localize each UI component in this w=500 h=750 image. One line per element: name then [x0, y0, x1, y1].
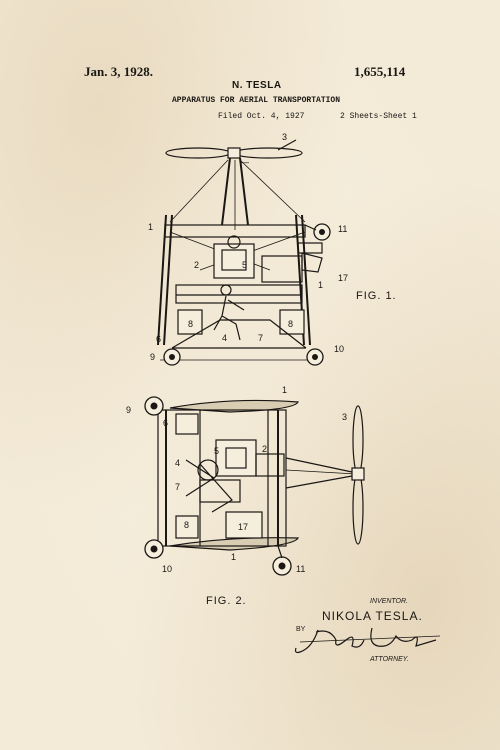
inventor-label: INVENTOR. — [370, 598, 408, 605]
svg-text:5: 5 — [242, 260, 247, 270]
svg-text:2: 2 — [194, 260, 199, 270]
svg-text:17: 17 — [238, 522, 248, 532]
filed-date: Filed Oct. 4, 1927 — [218, 112, 305, 121]
propeller2-blade-top — [352, 405, 364, 475]
fuel-tank-right — [279, 309, 305, 335]
engine — [213, 243, 255, 279]
svg-text:10: 10 — [334, 344, 344, 354]
engine-top-view — [215, 439, 257, 477]
svg-text:9: 9 — [150, 352, 155, 362]
right-strut — [301, 214, 311, 346]
svg-text:1: 1 — [282, 385, 287, 395]
svg-text:17: 17 — [338, 273, 348, 283]
tank-bottom — [175, 515, 199, 539]
svg-text:8: 8 — [288, 319, 293, 329]
svg-text:6: 6 — [163, 418, 168, 428]
svg-text:7: 7 — [175, 482, 180, 492]
svg-text:4: 4 — [222, 333, 227, 343]
svg-text:3: 3 — [282, 132, 287, 142]
svg-text:7: 7 — [258, 333, 263, 343]
svg-text:4: 4 — [175, 458, 180, 468]
svg-text:2: 2 — [262, 444, 267, 454]
by-label: BY — [296, 626, 306, 633]
sheet-count: 2 Sheets-Sheet 1 — [340, 112, 417, 121]
figure-2-label: FIG. 2. — [206, 595, 247, 607]
svg-text:10: 10 — [162, 564, 172, 574]
figure-1-drawing: 3 1 11 2 17 1 5 8 8 4 7 6 9 10 — — [148, 132, 348, 366]
patent-date: Jan. 3, 1928. — [84, 64, 153, 79]
inventor-header: N. TESLA — [232, 80, 282, 91]
lower-wing — [169, 537, 299, 551]
propeller-blade-left — [165, 147, 231, 159]
svg-text:1: 1 — [148, 222, 153, 232]
svg-text:11: 11 — [296, 564, 305, 574]
patent-title: APPARATUS FOR AERIAL TRANSPORTATION — [172, 96, 341, 105]
svg-text:1: 1 — [231, 552, 236, 562]
attorney-signature — [294, 627, 441, 654]
figure-2-drawing: 1 9 6 3 5 2 4 7 8 17 1 10 11 — [126, 385, 365, 576]
svg-text:11: 11 — [338, 224, 347, 234]
box-17 — [225, 511, 263, 539]
propeller2-blade-bottom — [352, 471, 364, 545]
tank-top — [175, 413, 199, 435]
attorney-label: ATTORNEY. — [370, 656, 409, 663]
svg-text:3: 3 — [342, 412, 347, 422]
propeller-hub — [227, 147, 241, 159]
svg-text:1: 1 — [318, 280, 323, 290]
svg-text:6: 6 — [156, 334, 161, 344]
svg-text:9: 9 — [126, 405, 131, 415]
svg-text:8: 8 — [188, 319, 193, 329]
left-strut — [157, 214, 167, 346]
svg-text:—: — — [240, 157, 249, 167]
svg-text:5: 5 — [214, 446, 219, 456]
inventor-name: NIKOLA TESLA. — [322, 609, 423, 623]
fuel-tank-left — [177, 309, 203, 335]
svg-text:8: 8 — [184, 520, 189, 530]
figure-1-label: FIG. 1. — [356, 290, 397, 302]
patent-number: 1,655,114 — [354, 64, 406, 79]
